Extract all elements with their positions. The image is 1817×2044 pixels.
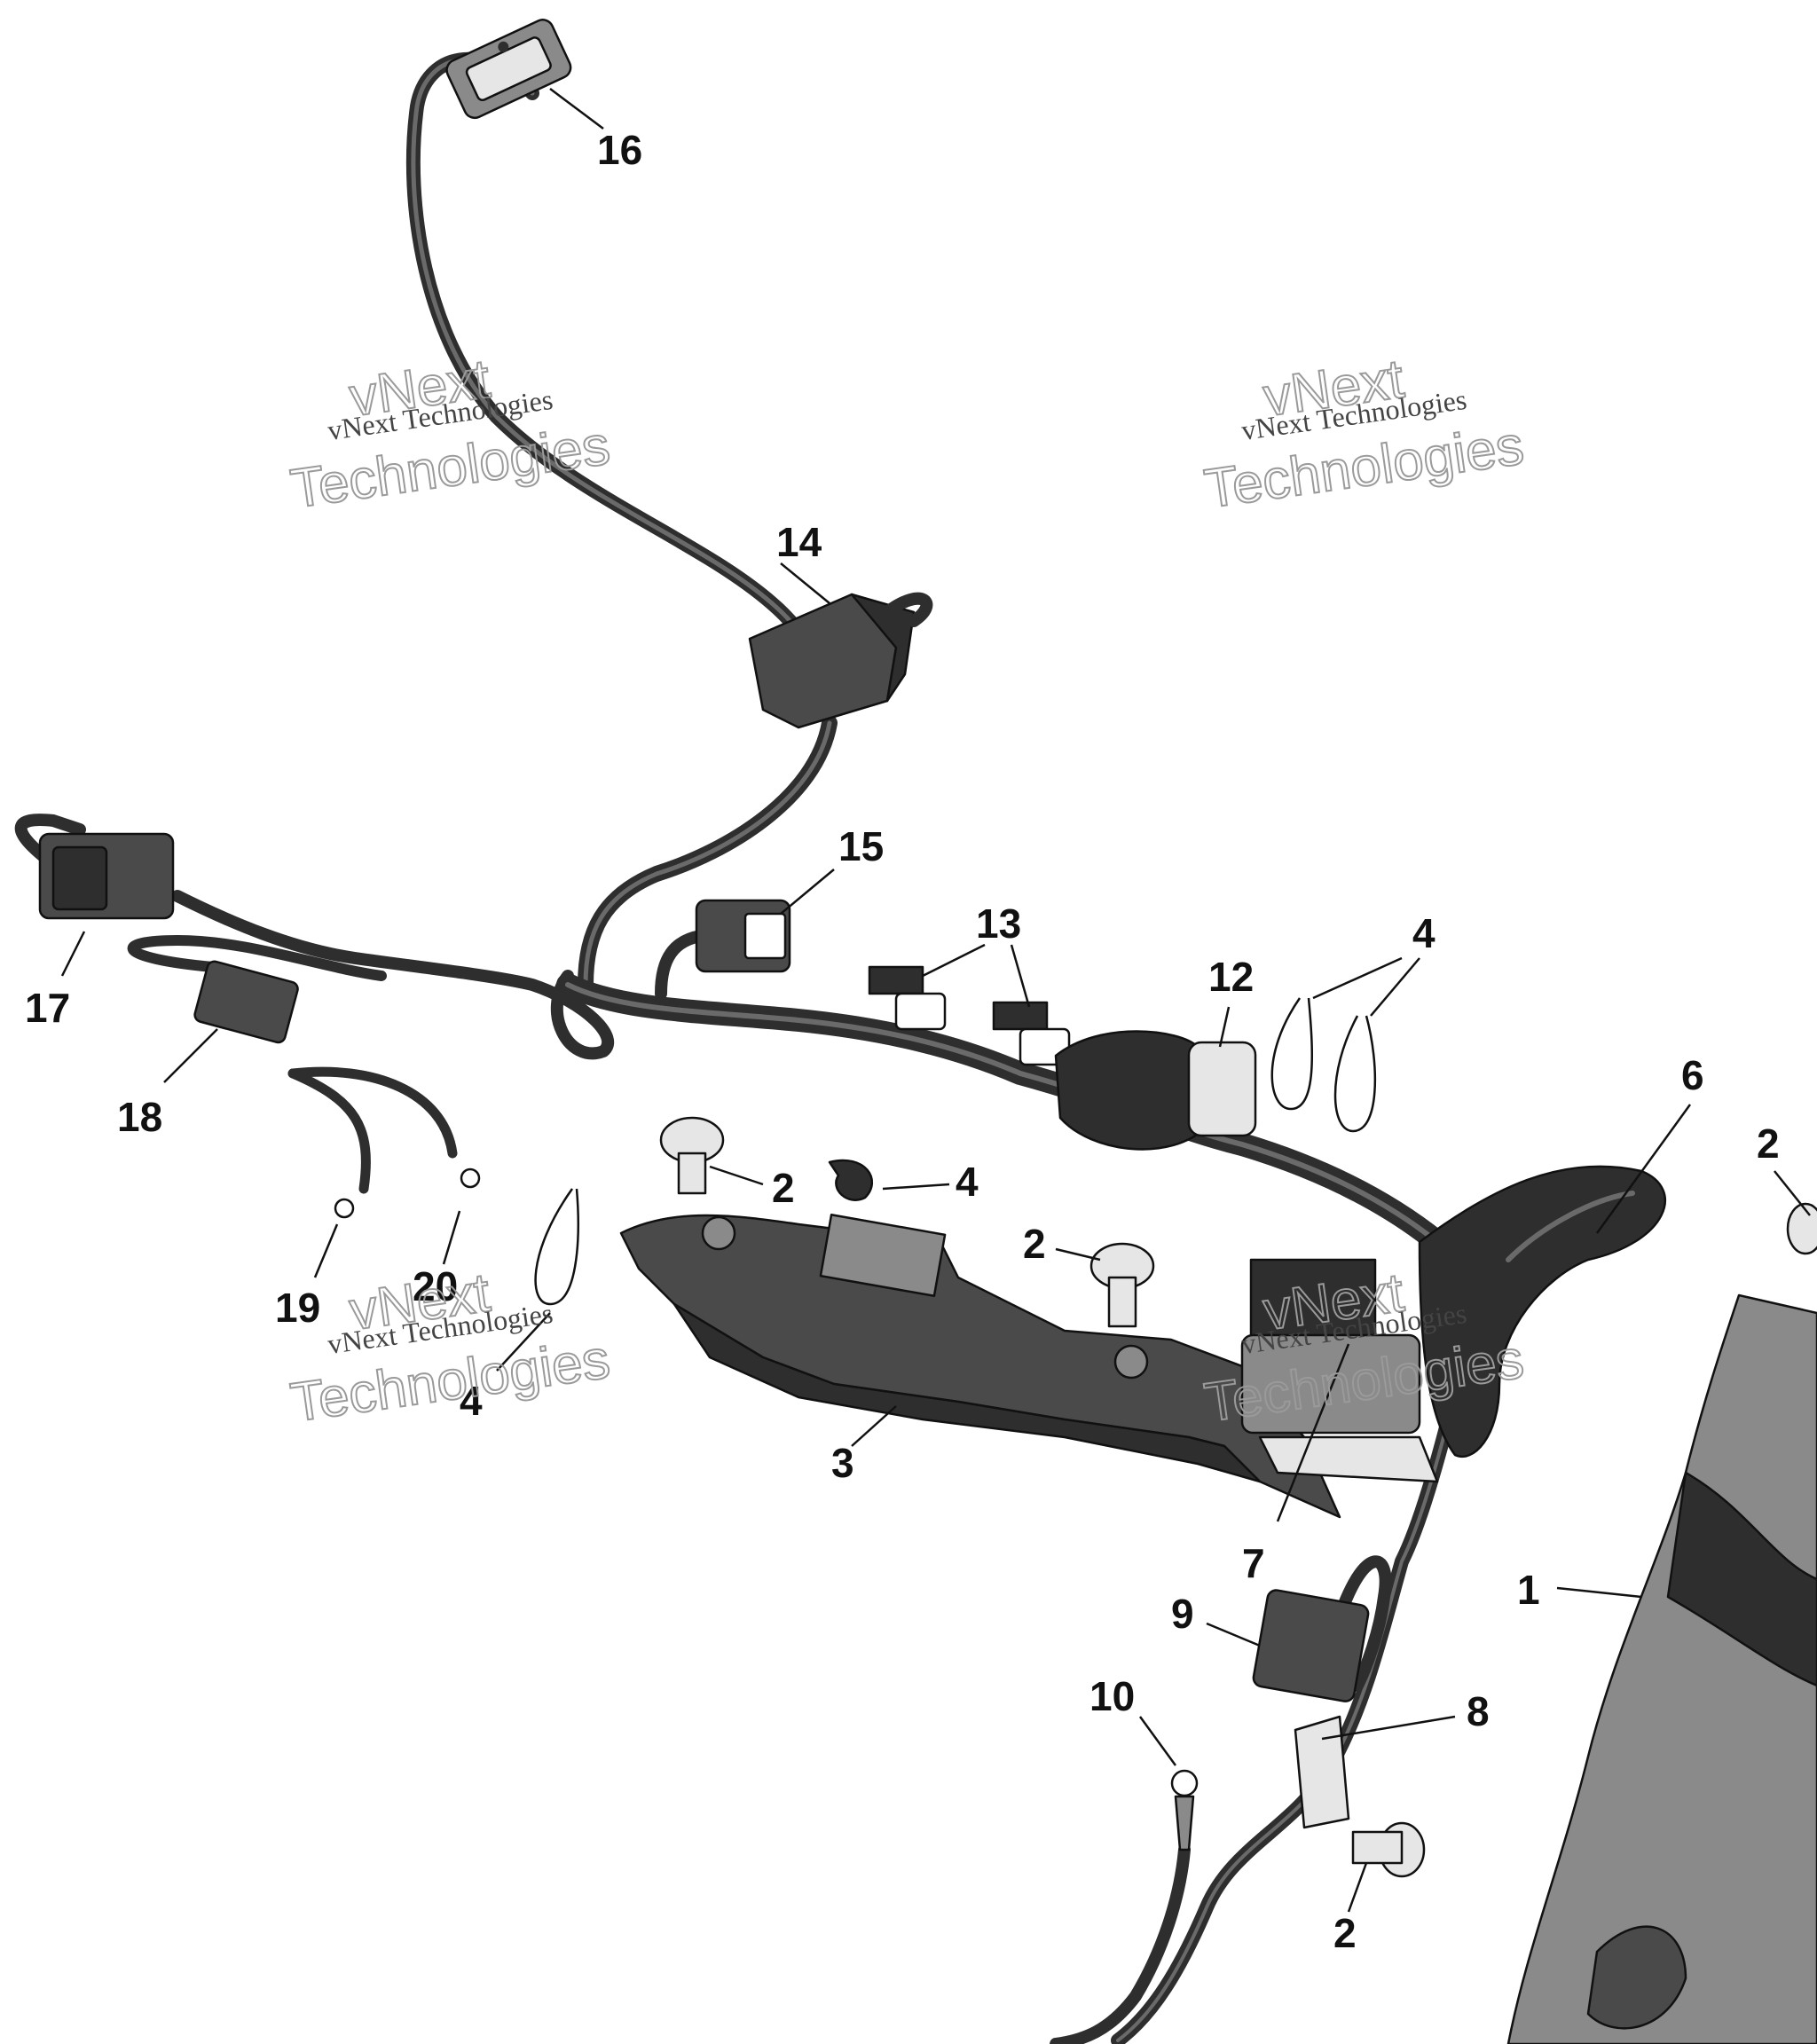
connector-16 [445,19,572,120]
ecu-connector-7 [1240,1258,1439,1483]
bolt-2d [1786,1202,1817,1255]
junction-sleeve-6 [1418,1165,1666,1458]
bolt-2a [659,1116,725,1195]
callout-10: 10 [1089,1673,1135,1719]
ring-terminal-20 [460,1167,481,1189]
callout-4-ties: 4 [1412,910,1436,956]
connector-17 [38,832,175,920]
callout-2-right: 2 [1757,1120,1780,1167]
callout-17: 17 [25,985,70,1031]
callout-2-top-bolt: 2 [772,1165,795,1211]
cable-tie-4a [1270,997,1314,1111]
bracket-3 [619,1213,1341,1519]
callout-2-bottom-bolt: 2 [1333,1910,1357,1956]
callout-14: 14 [776,519,822,565]
callout-3: 3 [831,1440,854,1486]
callout-4-lower-tie: 4 [460,1378,483,1424]
callout-7: 7 [1242,1540,1265,1586]
watermark-3: vNext vNext Technologies Technologies [287,1262,615,1435]
main-harness-cables [14,51,1462,2044]
bolt-2c [1351,1821,1426,1878]
label-8 [1294,1715,1350,1829]
callout-9: 9 [1171,1591,1194,1637]
sleeve-12 [1054,1030,1257,1151]
cable-tie-4b [1333,1015,1377,1133]
mounting-bracket-1 [1506,1293,1817,2044]
connector-14 [748,592,933,729]
leader-lines [60,88,1811,1913]
callout-1: 1 [1517,1567,1540,1613]
callout-18: 18 [117,1094,162,1140]
callout-20: 20 [413,1263,458,1309]
clip-13a [868,965,947,1031]
callout-13: 13 [976,900,1021,947]
callout-15: 15 [838,823,884,869]
watermark-2: vNext vNext Technologies Technologies [1200,348,1529,522]
bolt-2b [1089,1242,1155,1328]
connector-18 [193,960,299,1044]
callout-6: 6 [1681,1052,1704,1098]
ring-terminal-10 [1170,1769,1199,1851]
ring-terminal-19 [334,1198,355,1219]
watermark-1: vNext vNext Technologies Technologies [287,348,615,522]
cable-tie-4d [534,1188,579,1306]
callout-8: 8 [1467,1688,1490,1734]
connector-15 [695,899,791,973]
connector-9 [1252,1589,1370,1702]
callout-4-clip: 4 [956,1159,979,1205]
callout-labels: 16 14 15 13 12 4 6 2 17 18 2 4 2 20 19 4… [25,127,1780,1956]
callout-12: 12 [1208,954,1254,1000]
callout-19: 19 [275,1285,320,1331]
callout-2-bracket-bolt: 2 [1023,1221,1046,1267]
cable-tie-4c [828,1159,874,1201]
callout-16: 16 [597,127,642,173]
